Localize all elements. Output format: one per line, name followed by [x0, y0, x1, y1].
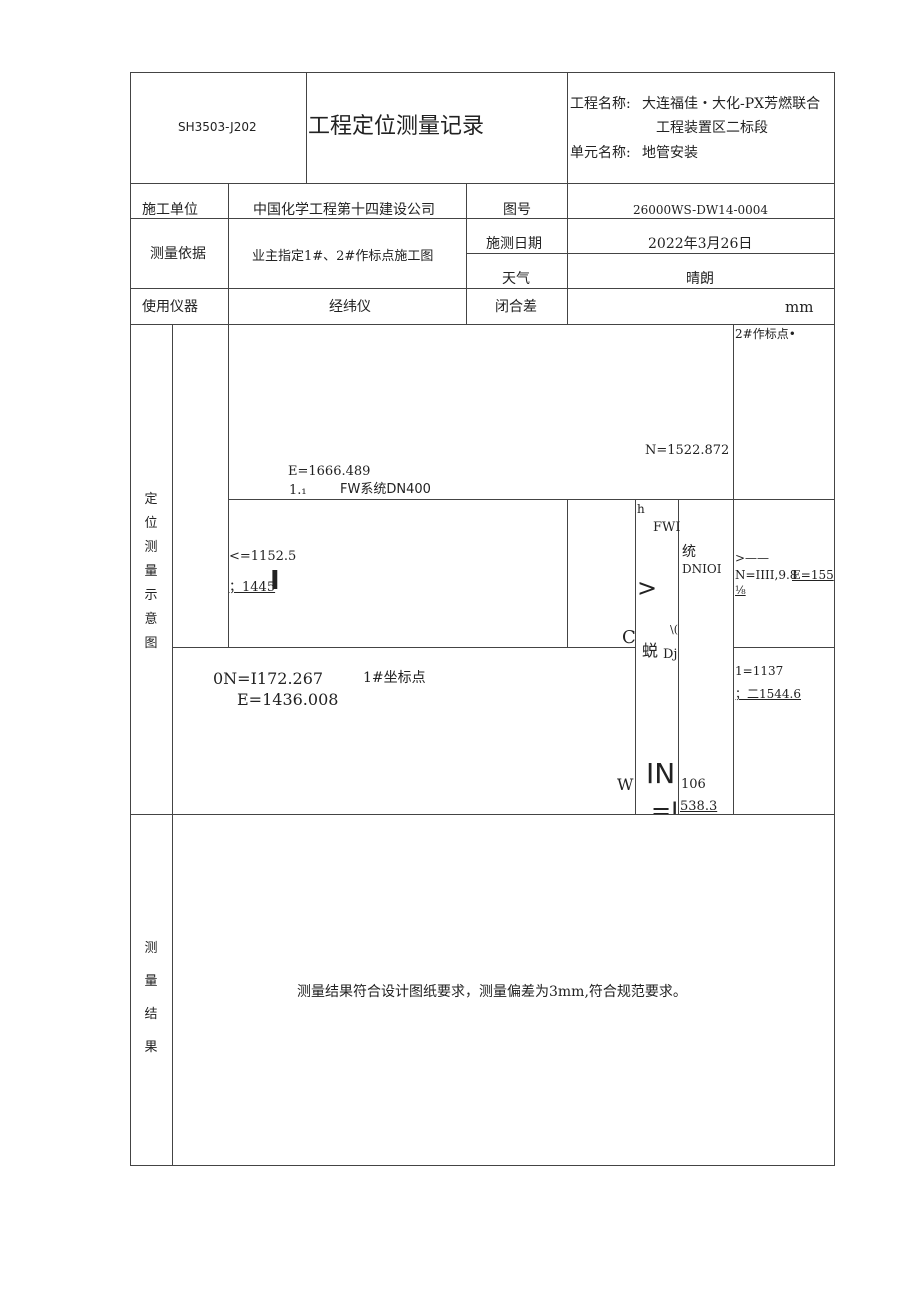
date-value: 2022年3月26日	[648, 236, 753, 252]
diagram-line	[567, 499, 568, 648]
diagram-line	[733, 324, 734, 815]
east-coordinate-right: E=155	[792, 568, 834, 582]
weather-label: 天气	[502, 271, 530, 287]
text-fragment: W	[617, 775, 634, 794]
text-fragment: h	[637, 502, 645, 516]
drawing-label: 图号	[503, 202, 531, 218]
bar-glyph: I	[270, 566, 280, 596]
coordinate-fragment: ；1445	[229, 580, 276, 595]
table-border	[567, 183, 568, 325]
instrument-label: 使用仪器	[142, 299, 198, 315]
page-title: 工程定位测量记录	[308, 114, 485, 139]
table-border	[466, 253, 835, 254]
table-border	[130, 72, 131, 1166]
table-border	[130, 183, 835, 184]
table-border	[130, 288, 835, 289]
basis-label: 测量依据	[150, 246, 206, 262]
coordinate-fragment: 106	[681, 777, 706, 792]
drawing-value: 26000WS-DW14-0004	[633, 203, 769, 217]
north-coordinate-point-1: 0N=I172.267	[213, 669, 324, 688]
table-border	[130, 1165, 835, 1166]
table-border	[130, 814, 835, 815]
table-border	[228, 183, 229, 325]
closure-label: 闭合差	[495, 299, 537, 315]
east-coordinate-lower-right: ；二1544.6	[735, 687, 801, 701]
diagram-line	[733, 647, 835, 648]
form-code: SH3503-J202	[178, 120, 257, 134]
table-border	[306, 72, 307, 184]
diagram-line	[228, 499, 835, 500]
text-fragment: 蜕	[642, 641, 659, 660]
north-coordinate-lower-right: 1=1137	[735, 664, 784, 678]
point-1-label: 1#坐标点	[363, 670, 426, 686]
closure-unit: mm	[785, 298, 814, 316]
table-border	[130, 218, 835, 219]
north-coordinate-top: N=1522.872	[645, 443, 730, 458]
east-coordinate-mid: <=1152.5	[229, 549, 297, 564]
date-label: 施测日期	[486, 236, 542, 252]
text-fragment: 统	[682, 544, 696, 560]
text-fragment: ⅛	[735, 584, 746, 597]
east-coordinate-point-1: E=1436.008	[237, 690, 339, 709]
project-name-line1: 大连福佳・大化-PX芳燃联合	[642, 96, 821, 112]
table-border	[130, 72, 835, 73]
table-border	[567, 72, 568, 184]
text-fragment: C	[622, 627, 636, 648]
east-coordinate-top: E=1666.489	[288, 464, 371, 479]
table-border	[466, 183, 467, 325]
point-2-label: 2#作标点•	[735, 327, 796, 341]
coordinate-fragment: 538.3	[680, 799, 718, 814]
contractor-label: 施工单位	[142, 202, 198, 218]
basis-value: 业主指定1#、2#作标点施工图	[252, 249, 434, 264]
arrow-glyph: >	[637, 574, 658, 602]
large-fragment: =I	[651, 799, 679, 814]
fw-line-label: FWI	[653, 520, 681, 535]
text-fragment: Dj	[663, 647, 678, 662]
unit-label: 单元名称:	[570, 145, 631, 161]
diagram-line	[228, 324, 229, 648]
large-fragment: IN	[646, 757, 676, 790]
result-section-label: 测量结果	[144, 941, 158, 1055]
weather-value: 晴朗	[686, 271, 714, 287]
text-fragment: \(	[670, 623, 678, 636]
fw-system-label: FW系统DN400	[340, 482, 431, 497]
project-label: 工程名称:	[570, 96, 631, 112]
table-border	[130, 324, 835, 325]
result-text: 测量结果符合设计图纸要求，测量偏差为3mm,符合规范要求。	[297, 984, 687, 1000]
instrument-value: 经纬仪	[329, 299, 371, 315]
table-border	[834, 72, 835, 1166]
text-fragment: 1.₁	[289, 483, 307, 498]
unit-name: 地管安装	[642, 145, 698, 161]
dn-label: DNIOI	[682, 562, 722, 576]
diagram-line	[172, 647, 636, 648]
contractor-value: 中国化学工程第十四建设公司	[253, 202, 435, 218]
diagram-line	[635, 499, 636, 815]
project-name-line2: 工程装置区二标段	[656, 120, 768, 136]
arrow-label: >——	[735, 551, 770, 565]
table-border	[172, 324, 173, 1166]
diagram-section-label: 定位测量示意图	[144, 492, 158, 651]
north-coordinate-right: N=IIII,9.8	[735, 568, 798, 582]
diagram-line	[678, 499, 679, 815]
